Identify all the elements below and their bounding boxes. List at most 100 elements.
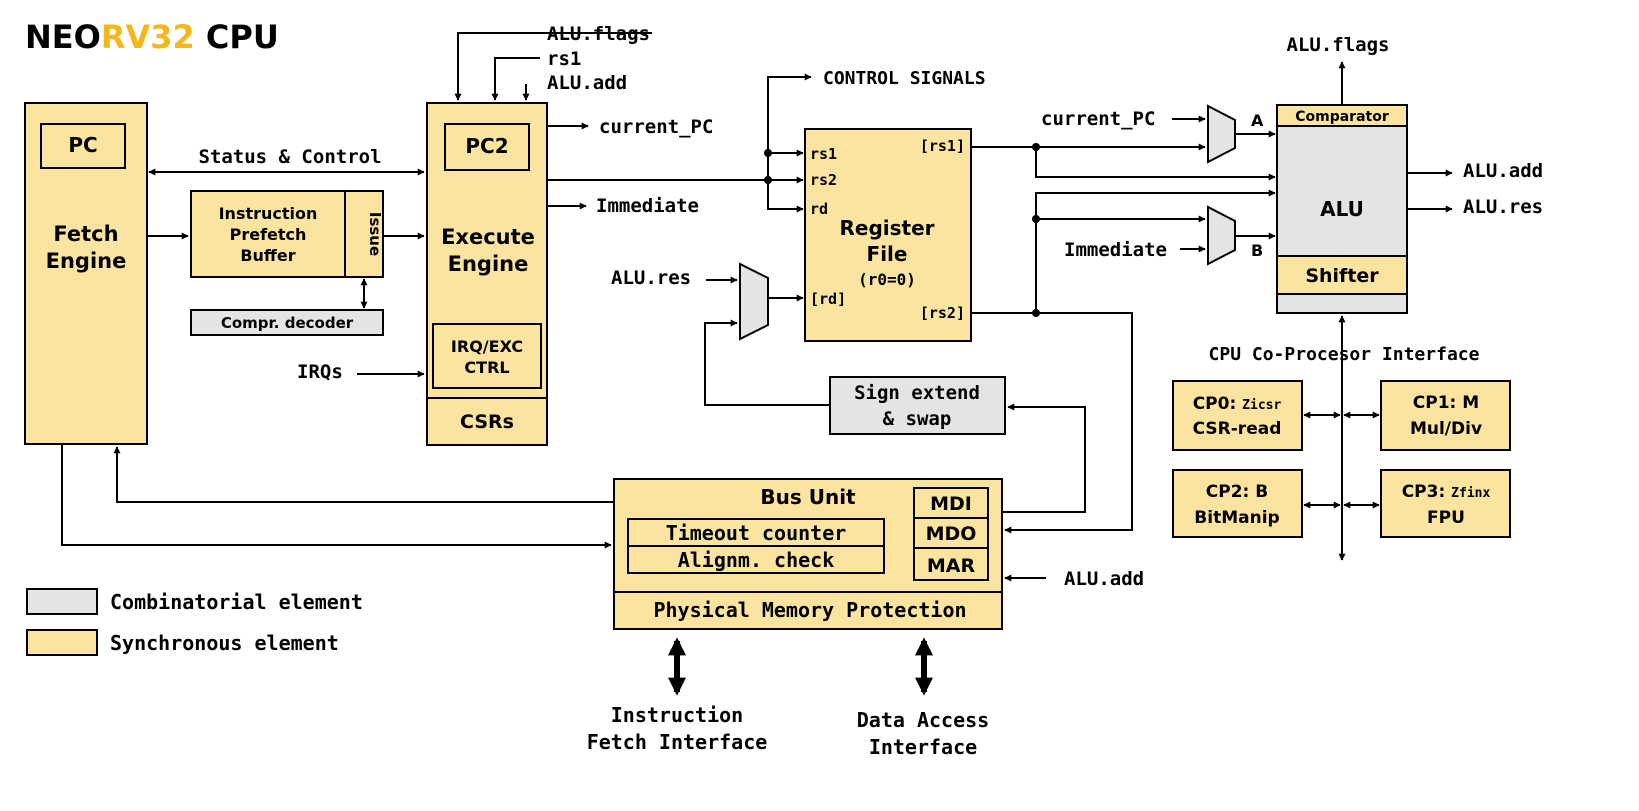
fetch-to-bus-wire xyxy=(61,444,612,549)
rd-addr-wire xyxy=(767,205,804,213)
cp0-subtitle: CSR-read xyxy=(1193,419,1282,439)
exec-current-pc-label: current_PC xyxy=(599,116,713,138)
writeback-mux xyxy=(739,262,769,341)
exec-alu-flags-label: ALU.flags xyxy=(547,23,650,45)
coproc-interface-title: CPU Co-Procesor Interface xyxy=(1209,344,1480,365)
rs2-to-alu-wire xyxy=(1035,189,1276,313)
junction-dot xyxy=(1032,215,1040,223)
regfile-out-rs2-port: [rs2] xyxy=(920,304,965,322)
mdi-to-sign-extend-wire xyxy=(1002,403,1086,513)
alu-flags-to-exec-wire xyxy=(454,32,652,101)
instruction-fetch-interface-label: Instruction xyxy=(611,703,743,727)
cp3-title: CP3: Zfinx xyxy=(1402,482,1491,502)
operand-mux-a xyxy=(1207,104,1236,164)
alignment-check-block xyxy=(627,545,885,574)
control-signals-label: CONTROL SIGNALS xyxy=(823,68,986,89)
regfile-rs2-port: rs2 xyxy=(810,171,837,189)
pc2-label: PC2 xyxy=(465,134,508,158)
junction-dot xyxy=(764,149,772,157)
mar-register xyxy=(913,547,989,581)
shifter-block xyxy=(1276,255,1408,295)
alu-res-out-label: ALU.res xyxy=(1463,196,1543,218)
mdi-label: MDI xyxy=(930,493,972,515)
cp2-title: CP2: B xyxy=(1206,482,1268,502)
bus-alu-add-label: ALU.add xyxy=(1064,568,1144,590)
data-access-interface-label: Data Access xyxy=(857,708,989,732)
cp1-title: CP1: M xyxy=(1413,393,1479,413)
prefetch-label-2: Prefetch xyxy=(230,225,307,244)
junction-dot xyxy=(764,176,772,184)
bus-to-fetch-wire xyxy=(113,446,614,503)
cp0-title: CP0: Zicsr xyxy=(1193,394,1282,414)
cp2-subtitle: BitManip xyxy=(1194,508,1279,528)
alu-label: ALU xyxy=(1320,197,1364,221)
alu-immediate-label: Immediate xyxy=(1064,239,1167,261)
mar-label: MAR xyxy=(927,555,976,577)
sign-extend-label-2: & swap xyxy=(883,408,952,430)
sign-extend-label: Sign extend xyxy=(854,382,980,404)
exec-rs1-label: rs1 xyxy=(547,48,581,70)
regfile-out-rs1-port: [rs1] xyxy=(920,137,965,155)
cp3-subtitle: FPU xyxy=(1427,508,1465,528)
sign-extend-to-mux-wire xyxy=(704,319,830,406)
junction-dot xyxy=(1032,143,1040,151)
mdo-label: MDO xyxy=(926,523,977,545)
prefetch-buffer-block xyxy=(190,190,384,278)
mdi-register xyxy=(913,487,989,519)
execute-engine-label: Execute xyxy=(441,225,535,249)
prefetch-label-3: Buffer xyxy=(240,246,295,265)
legend-comb-label: Combinatorial element xyxy=(110,590,363,614)
rs2-to-bus-wire xyxy=(971,312,1133,534)
fetch-engine-label-2: Engine xyxy=(46,249,127,273)
regfile-rd-port: rd xyxy=(810,200,828,218)
wb-alu-res-label: ALU.res xyxy=(611,267,691,289)
alu-add-out-label: ALU.add xyxy=(1463,160,1543,182)
cp3-block xyxy=(1380,469,1511,538)
execute-engine-label-2: Engine xyxy=(448,252,529,276)
issue-label: Issue xyxy=(366,212,384,256)
diagram-title: NEORV32 CPU xyxy=(25,18,279,56)
register-file-label-2: File xyxy=(867,242,908,266)
register-file-block xyxy=(804,128,972,342)
control-signals-wire xyxy=(767,73,812,208)
data-access-interface-label-2: Interface xyxy=(869,735,977,759)
pc-register xyxy=(40,123,126,169)
operand-mux-b xyxy=(1207,205,1236,266)
sign-extend-block xyxy=(829,376,1006,435)
alignment-check-label: Alignm. check xyxy=(678,548,835,572)
exec-immediate-label: Immediate xyxy=(596,195,699,217)
rs1-to-exec-wire xyxy=(491,57,540,101)
pmp-label: Physical Memory Protection xyxy=(653,598,966,622)
register-file-note: (r0=0) xyxy=(858,270,916,289)
legend-sync-label: Synchronous element xyxy=(110,631,339,655)
register-file-label: Register xyxy=(839,216,934,240)
compressed-decoder-block xyxy=(190,309,384,336)
irqs-label: IRQs xyxy=(297,361,343,383)
junction-dot xyxy=(1032,309,1040,317)
timeout-counter-label: Timeout counter xyxy=(666,521,847,545)
status-control-label: Status & Control xyxy=(198,146,381,168)
fetch-engine-label: Fetch xyxy=(53,222,118,246)
pc-label: PC xyxy=(68,133,97,157)
prefetch-label-1: Instruction xyxy=(219,204,318,223)
cp1-subtitle: Mul/Div xyxy=(1410,419,1482,439)
mux-b-label: B xyxy=(1251,241,1263,260)
cp1-block xyxy=(1380,380,1511,451)
mux-a-label: A xyxy=(1251,111,1264,130)
legend-comb-swatch xyxy=(26,588,98,615)
shifter-label: Shifter xyxy=(1305,265,1379,287)
exec-alu-add-label: ALU.add xyxy=(547,72,627,94)
irq-exc-label: IRQ/EXC xyxy=(451,337,523,356)
regfile-in-rd-port: [rd] xyxy=(810,290,846,308)
compressed-decoder-label: Compr. decoder xyxy=(221,314,354,332)
pc2-register xyxy=(444,123,530,171)
csrs-label: CSRs xyxy=(460,411,514,433)
alu-flags-out-label: ALU.flags xyxy=(1287,34,1390,56)
regfile-rs1-port: rs1 xyxy=(810,145,837,163)
comparator-label: Comparator xyxy=(1295,109,1389,125)
alu-current-pc-label: current_PC xyxy=(1041,108,1155,130)
irq-exc-ctrl-block xyxy=(432,323,542,389)
instruction-fetch-interface-label-2: Fetch Interface xyxy=(587,730,768,754)
rs1-to-alu-wire xyxy=(1035,147,1276,181)
